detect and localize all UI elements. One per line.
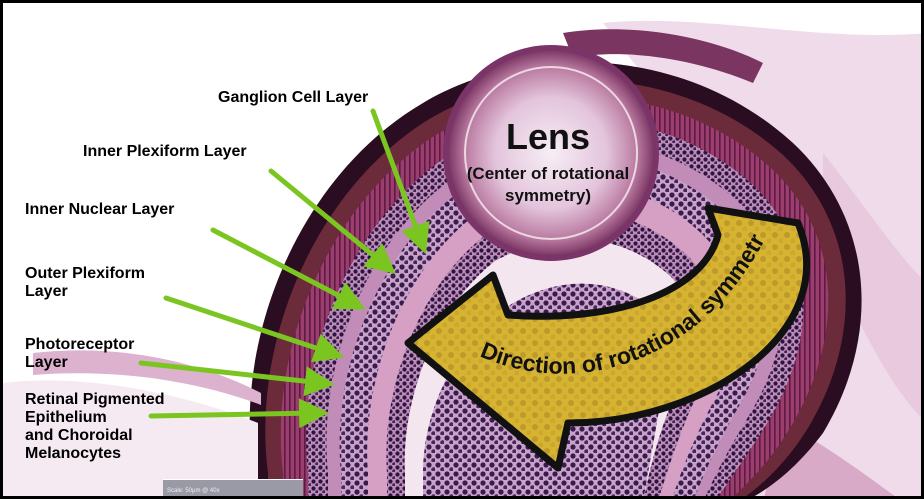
label-rpe-choroidal-melanocytes: Retinal Pigmented Epithelium and Choroid… [25, 391, 165, 463]
lens-subtitle: (Center of rotational symmetry) [433, 163, 663, 207]
label-ganglion-cell-layer: Ganglion Cell Layer [218, 89, 368, 107]
scale-bar: Scale: 50μm @ 40x [163, 479, 303, 499]
lens-title: Lens [463, 116, 633, 158]
label-inner-plexiform-layer: Inner Plexiform Layer [83, 143, 247, 161]
label-photoreceptor-layer: Photoreceptor Layer [25, 336, 134, 372]
label-outer-plexiform-layer: Outer Plexiform Layer [25, 265, 145, 301]
scale-caption: Scale: 50μm @ 40x [167, 488, 220, 494]
arrow-rpe [151, 413, 315, 416]
label-inner-nuclear-layer: Inner Nuclear Layer [25, 201, 174, 219]
